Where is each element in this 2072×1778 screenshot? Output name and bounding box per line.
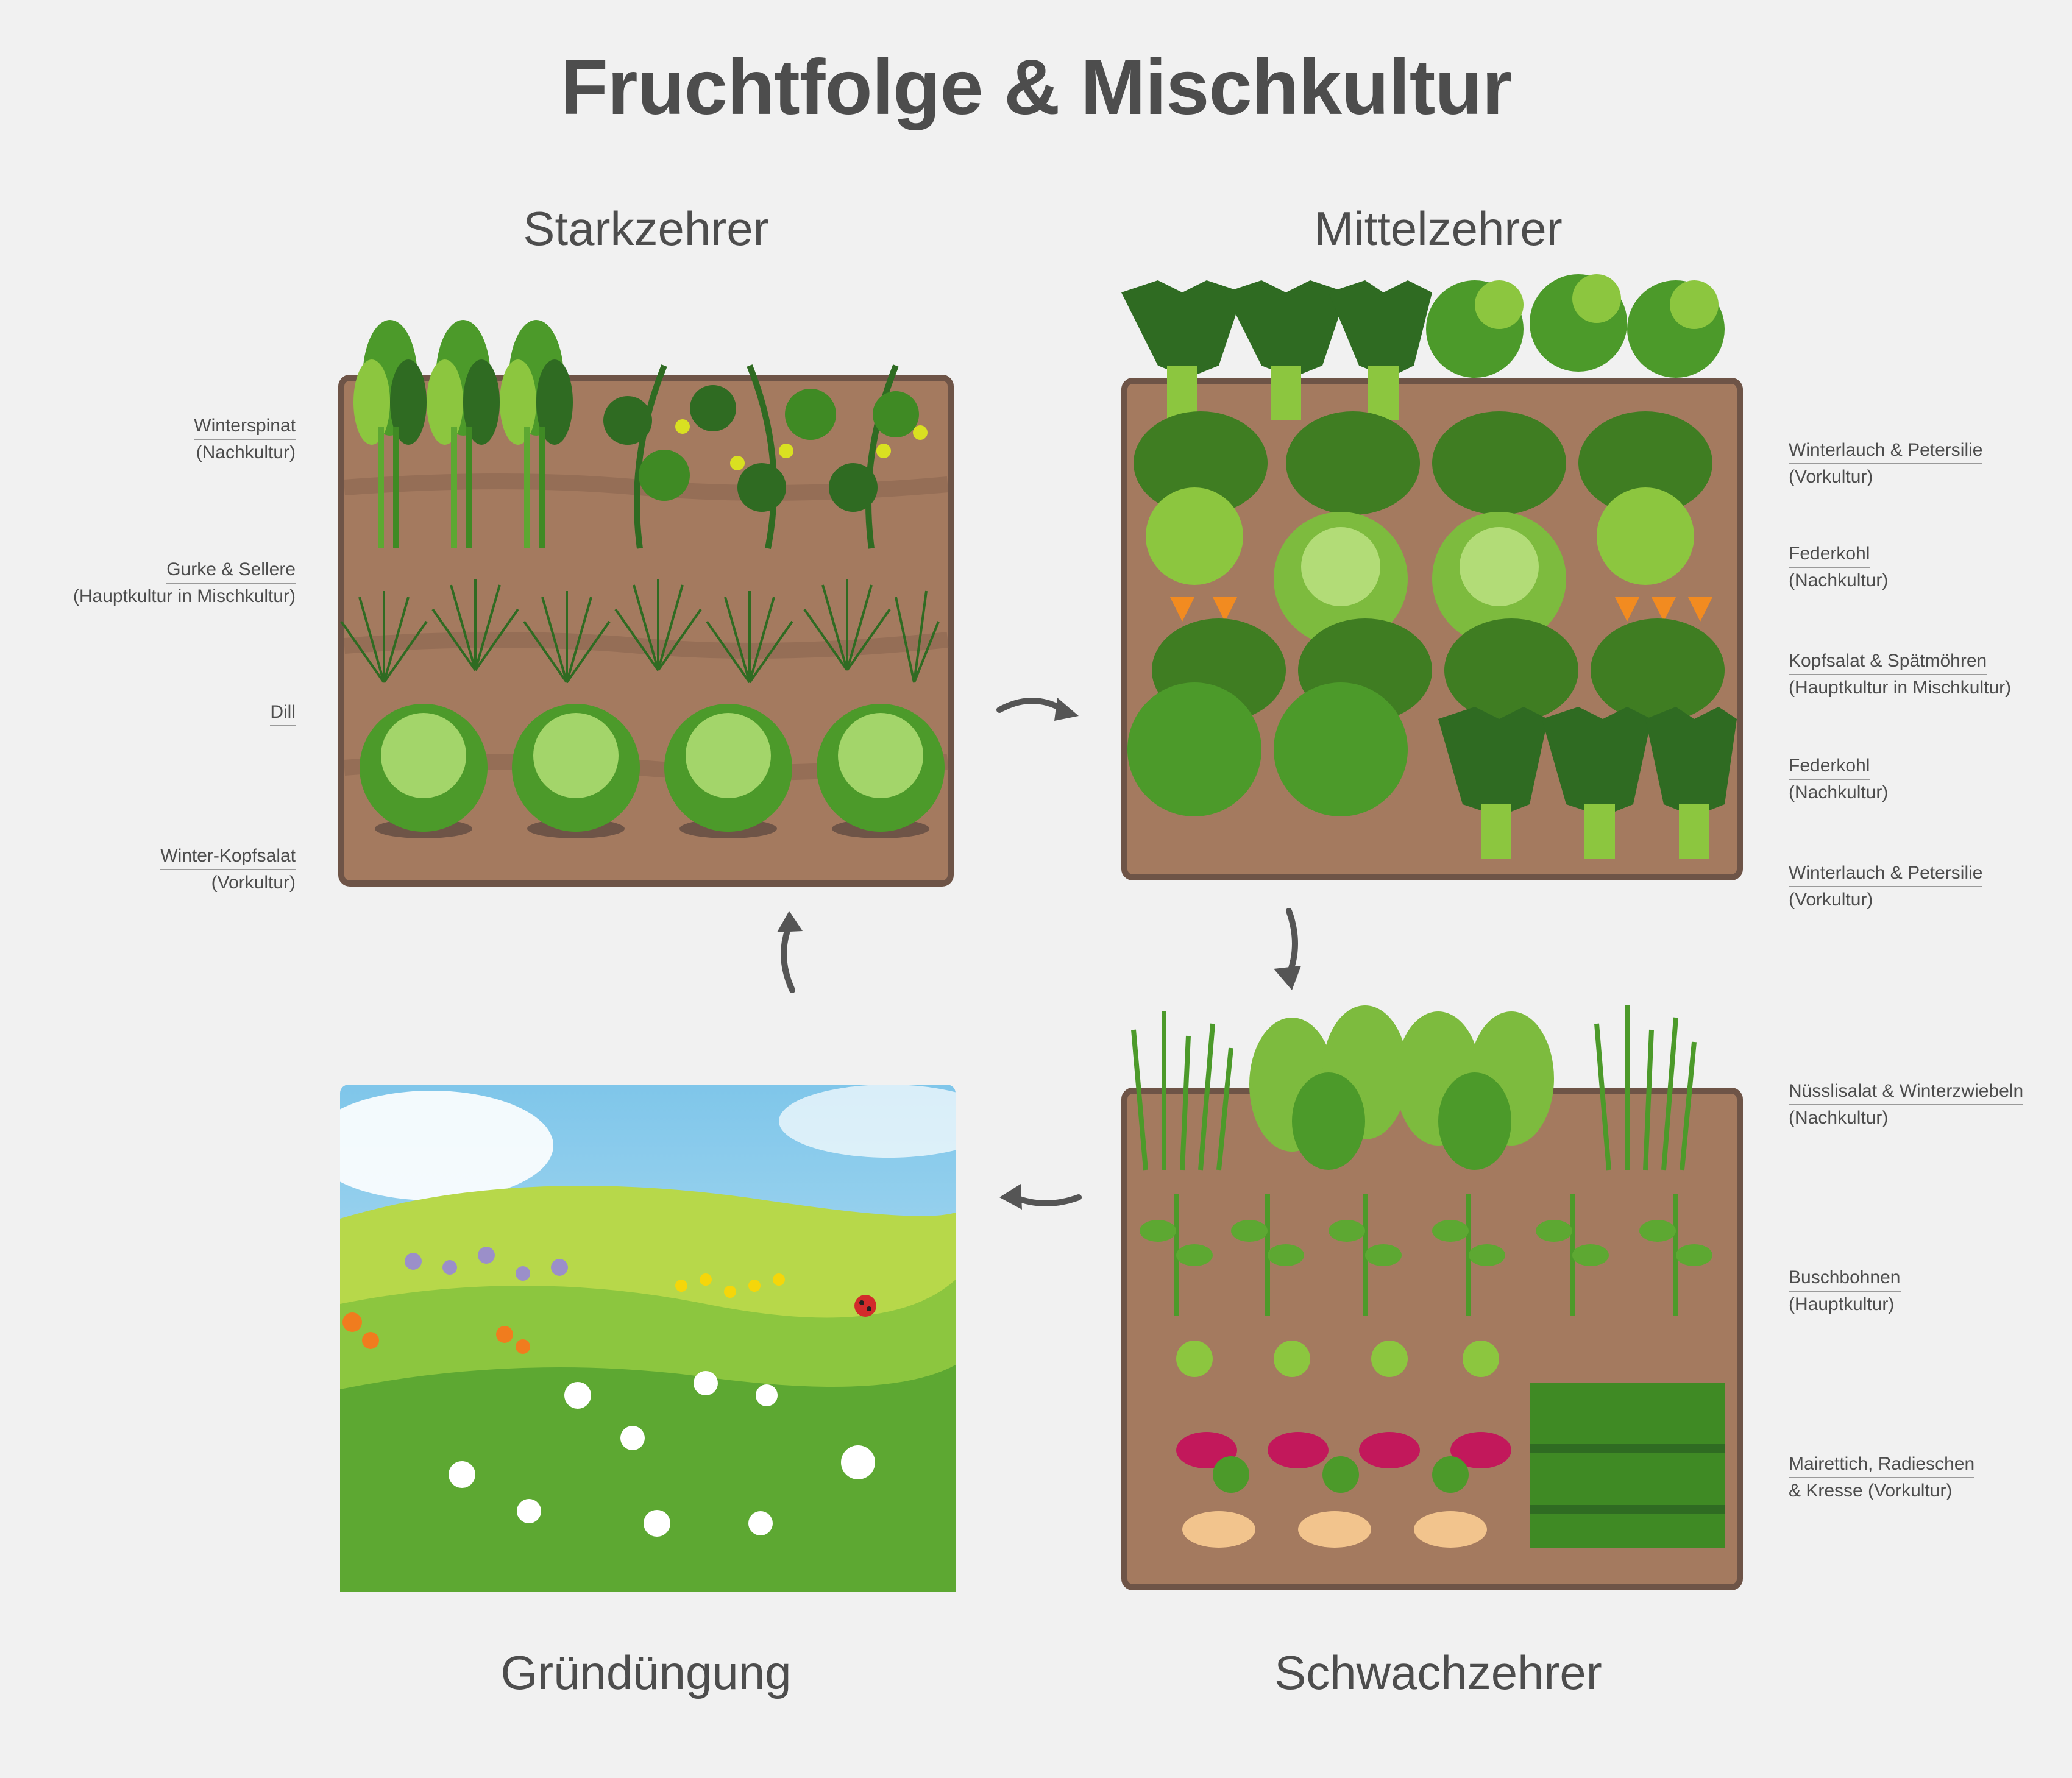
section-title-mittelzehrer: Mittelzehrer xyxy=(1314,202,1563,255)
starkzehrer-bed xyxy=(323,305,957,890)
arrow-right-icon xyxy=(996,685,1082,734)
ladybug-icon xyxy=(854,1295,876,1317)
arrow-down-icon xyxy=(1265,908,1313,993)
cucumber-plants xyxy=(603,364,928,549)
green-manure-meadow xyxy=(340,1085,956,1592)
mittelzehrer-bed xyxy=(1109,244,1755,890)
page-title: Fruchtfolge & Mischkultur xyxy=(560,44,1513,131)
carrot-lettuce-row xyxy=(1146,487,1712,646)
parsley-plants-top xyxy=(1426,274,1725,378)
schwachzehrer-bed xyxy=(1109,938,1755,1596)
section-title-starkzehrer: Starkzehrer xyxy=(523,202,769,255)
radish-plants xyxy=(1176,1341,1511,1548)
bean-leaves xyxy=(1140,1220,1712,1266)
spinach-plants xyxy=(353,320,573,548)
label-winterspinat: Winterspinat(Nachkultur) xyxy=(49,413,296,466)
cress-patch xyxy=(1530,1383,1725,1548)
leek-plants-top xyxy=(1121,280,1432,420)
label-buschbohnen: Buschbohnen(Hauptkultur) xyxy=(1789,1265,2057,1317)
label-gurke-sellere: Gurke & Sellere(Hauptkultur in Mischkult… xyxy=(24,557,296,609)
arrow-left-icon xyxy=(996,1173,1082,1222)
lambs-lettuce-plants xyxy=(1249,1005,1554,1170)
label-winter-kopfsalat: Winter-Kopfsalat(Vorkultur) xyxy=(49,843,296,896)
label-federkohl-1: Federkohl(Nachkultur) xyxy=(1789,541,2057,593)
parsley-plants-bottom xyxy=(1127,682,1408,816)
label-mairettich-radieschen-kresse: Mairettich, Radieschen& Kresse (Vorkultu… xyxy=(1789,1451,2057,1504)
kale-row-1 xyxy=(1134,411,1712,515)
arrow-up-icon xyxy=(765,908,814,993)
label-winterlauch-petersilie-bottom: Winterlauch & Petersilie(Vorkultur) xyxy=(1789,860,2057,913)
label-kopfsalat-spaetmoehren: Kopfsalat & Spätmöhren(Hauptkultur in Mi… xyxy=(1789,648,2057,701)
section-title-gruenduengung: Gründüngung xyxy=(500,1646,792,1699)
dill-plants xyxy=(340,579,940,684)
onion-plants xyxy=(1131,1005,1697,1171)
section-title-schwachzehrer: Schwachzehrer xyxy=(1274,1646,1602,1699)
label-nuesslisalat-winterzwiebeln: Nüsslisalat & Winterzwiebeln(Nachkultur) xyxy=(1789,1078,2057,1131)
daisy-flowers xyxy=(449,1371,875,1537)
purple-flowers xyxy=(405,1247,568,1281)
lettuce-heads xyxy=(360,704,945,838)
leek-plants-bottom xyxy=(1438,707,1737,859)
label-dill: Dill xyxy=(49,700,296,726)
label-federkohl-2: Federkohl(Nachkultur) xyxy=(1789,753,2057,806)
orange-flowers xyxy=(342,1312,530,1354)
label-winterlauch-petersilie-top: Winterlauch & Petersilie(Vorkultur) xyxy=(1789,437,2057,490)
yellow-flowers xyxy=(675,1273,785,1298)
